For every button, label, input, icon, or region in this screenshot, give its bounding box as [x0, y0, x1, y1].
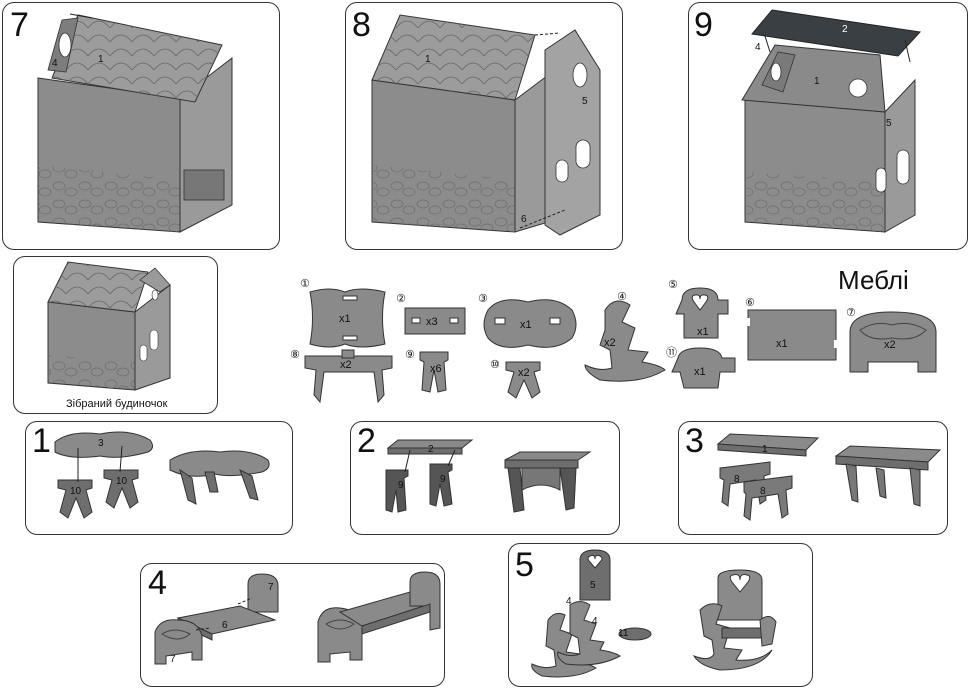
- part-4-qty: x2: [604, 337, 616, 349]
- step-2-label-9a: 9: [398, 480, 404, 491]
- furniture-title: Меблі: [838, 265, 909, 295]
- part-8-qty: x2: [340, 359, 352, 371]
- step-8-house-drawing: [371, 14, 601, 236]
- step-9-label-2: 2: [842, 24, 848, 35]
- step-5-label-4b: 4: [592, 616, 598, 627]
- step-3-label-8b: 8: [760, 486, 766, 497]
- part-8-table-side: [304, 355, 393, 404]
- part-1-qty: x1: [339, 313, 351, 325]
- step-1-number: 1: [32, 422, 51, 460]
- step-7-number: 7: [10, 6, 29, 44]
- step-1-label-10b: 10: [116, 476, 128, 487]
- step-5-label-5: 5: [590, 580, 596, 591]
- part-7-number: ⑦: [846, 306, 856, 319]
- part-5-number: ⑤: [668, 278, 678, 291]
- step-5-number: 5: [515, 546, 534, 584]
- step-4-label-6: 6: [222, 620, 228, 631]
- part-10-number: ⑩: [490, 358, 500, 371]
- part-10-oval-leg: [505, 361, 541, 399]
- part-6-bed-base: [747, 309, 837, 361]
- step-9-label-1: 1: [814, 76, 820, 87]
- step-4-number: 4: [148, 564, 167, 602]
- part-2-qty: x3: [426, 316, 438, 328]
- part-5-qty: x1: [697, 326, 709, 338]
- step-5-drawing: [531, 549, 777, 678]
- step-8-label-1: 1: [425, 54, 431, 65]
- step-4-label-7-bottom: 7: [170, 654, 176, 665]
- part-8-number: ⑧: [290, 348, 300, 361]
- step-5-label-11: 11: [618, 628, 629, 639]
- part-9-bench-leg: [419, 351, 449, 393]
- step-7-label-4: 4: [52, 58, 58, 69]
- step-7-house-drawing: [37, 13, 233, 233]
- step-1-label-3: 3: [98, 438, 104, 449]
- step-3-number: 3: [685, 422, 704, 460]
- step-1-label-10a: 10: [70, 486, 82, 497]
- step-4-drawing: [154, 571, 441, 665]
- part-5-heart-back: [675, 287, 729, 339]
- assembled-house-drawing: [47, 261, 171, 391]
- step-9-label-5: 5: [886, 118, 892, 129]
- part-10-qty: x2: [518, 367, 530, 379]
- step-9-label-4: 4: [755, 42, 761, 53]
- part-3-number: ③: [478, 292, 488, 305]
- part-7-headboard: [849, 311, 937, 373]
- step-8-number: 8: [352, 6, 371, 44]
- part-3-oval-top: [483, 299, 577, 348]
- step-2-drawing: [385, 439, 592, 513]
- part-9-number: ⑨: [405, 348, 415, 361]
- part-1-table-top: [309, 288, 386, 348]
- step-3-drawing: [716, 433, 942, 521]
- step-9-house-drawing: [741, 9, 922, 233]
- step-2-label-2: 2: [428, 444, 434, 455]
- step-4-label-7-top: 7: [268, 582, 274, 593]
- part-3-qty: x1: [520, 319, 532, 331]
- step-3-label-1: 1: [762, 444, 768, 455]
- step-1-drawing: [54, 431, 270, 519]
- step-9-number: 9: [694, 6, 713, 44]
- assembled-house-caption: Зібраний будиночок: [66, 398, 168, 410]
- part-4-number: ④: [617, 290, 627, 303]
- step-2-number: 2: [357, 422, 376, 460]
- part-11-qty: x1: [694, 366, 706, 378]
- part-11-seat: [671, 347, 736, 389]
- part-6-number: ⑥: [745, 296, 755, 309]
- part-9-qty: x6: [430, 363, 442, 375]
- part-11-number: ⑪: [666, 346, 677, 359]
- part-6-qty: x1: [776, 338, 788, 350]
- step-5-label-4a: 4: [566, 596, 572, 607]
- part-7-qty: x2: [884, 339, 896, 351]
- step-7-label-1: 1: [98, 54, 104, 65]
- step-8-label-6: 6: [521, 214, 527, 225]
- step-2-label-9b: 9: [440, 474, 446, 485]
- furniture-parts-sheet: [304, 287, 937, 404]
- step-8-label-5: 5: [582, 96, 588, 107]
- part-2-number: ②: [396, 292, 406, 305]
- step-3-label-8a: 8: [734, 474, 740, 485]
- part-4-rocking-side: [584, 300, 666, 382]
- part-1-number: ①: [300, 277, 310, 290]
